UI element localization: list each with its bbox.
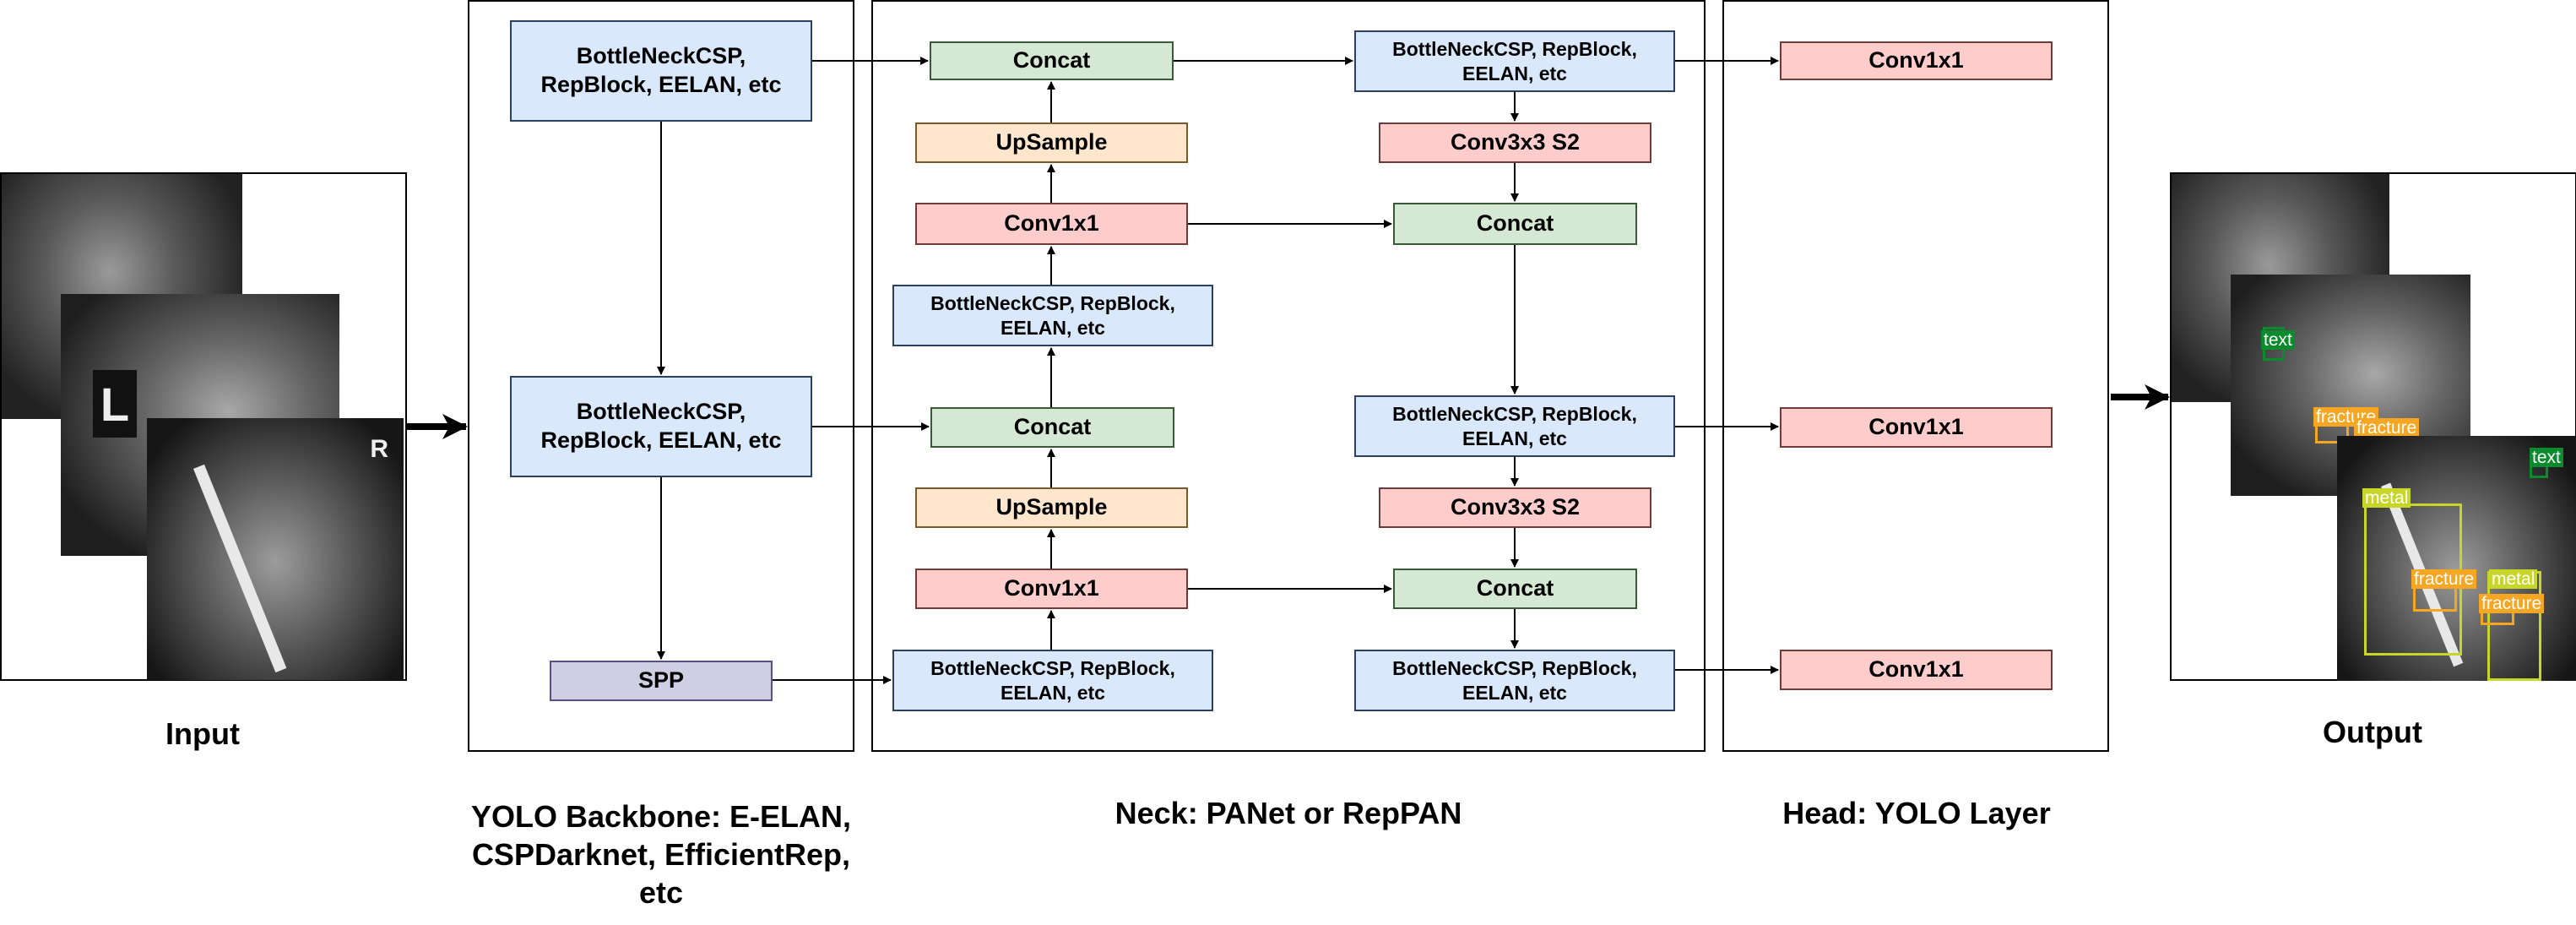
input-caption: Input (165, 716, 240, 751)
neck-out-concat-top: Concat (1393, 203, 1637, 245)
neck-bottleneck-upper: BottleNeckCSP, RepBlock, EELAN, etc (892, 285, 1213, 346)
spp-block: SPP (550, 661, 773, 701)
neck-out-bottleneck-mid: BottleNeckCSP, RepBlock, EELAN, etc (1354, 395, 1675, 457)
neck-out-concat-bottom: Concat (1393, 569, 1637, 609)
neck-out-bottleneck-top: BottleNeckCSP, RepBlock, EELAN, etc (1354, 30, 1675, 92)
neck-conv1x1-top: Conv1x1 (915, 203, 1188, 245)
output-xray-3: metal fracture metal fracture text (2337, 436, 2576, 681)
backbone-block-top: BottleNeckCSP, RepBlock, EELAN, etc (510, 20, 812, 122)
head-caption: Head: YOLO Layer (1782, 796, 2051, 830)
input-marker-r: R (370, 435, 388, 463)
detection-label-text-2: text (2530, 448, 2563, 468)
input-xray-3: R (147, 418, 404, 680)
neck-conv3x3-bottom: Conv3x3 S2 (1379, 487, 1651, 528)
neck-conv1x1-bottom: Conv1x1 (915, 569, 1188, 609)
output-caption: Output (2323, 715, 2422, 749)
detection-label-fracture-2: fracture (2354, 418, 2420, 438)
detection-label-text-1: text (2261, 330, 2295, 351)
neck-conv3x3-top: Conv3x3 S2 (1379, 122, 1651, 163)
head-conv1x1-bottom: Conv1x1 (1780, 650, 2053, 690)
neck-concat-mid: Concat (930, 407, 1174, 448)
neck-out-bottleneck-bottom: BottleNeckCSP, RepBlock, EELAN, etc (1354, 650, 1675, 711)
backbone-block-mid: BottleNeckCSP, RepBlock, EELAN, etc (510, 376, 812, 477)
neck-concat-top: Concat (930, 41, 1174, 80)
input-marker-l: L (93, 370, 137, 438)
detection-label-fracture-4: fracture (2479, 594, 2545, 614)
neck-upsample-top: UpSample (915, 122, 1188, 163)
neck-caption: Neck: PANet or RepPAN (1114, 796, 1462, 830)
head-panel (1722, 0, 2109, 752)
detection-label-metal-1: metal (2362, 488, 2411, 509)
neck-bottleneck-lower: BottleNeckCSP, RepBlock, EELAN, etc (892, 650, 1213, 711)
backbone-caption: YOLO Backbone: E-ELAN, CSPDarknet, Effic… (470, 799, 852, 910)
head-conv1x1-mid: Conv1x1 (1780, 407, 2053, 448)
neck-upsample-bottom: UpSample (915, 487, 1188, 528)
detection-label-fracture-3: fracture (2411, 569, 2477, 590)
head-conv1x1-top: Conv1x1 (1780, 41, 2053, 80)
detection-label-metal-2: metal (2489, 569, 2538, 590)
